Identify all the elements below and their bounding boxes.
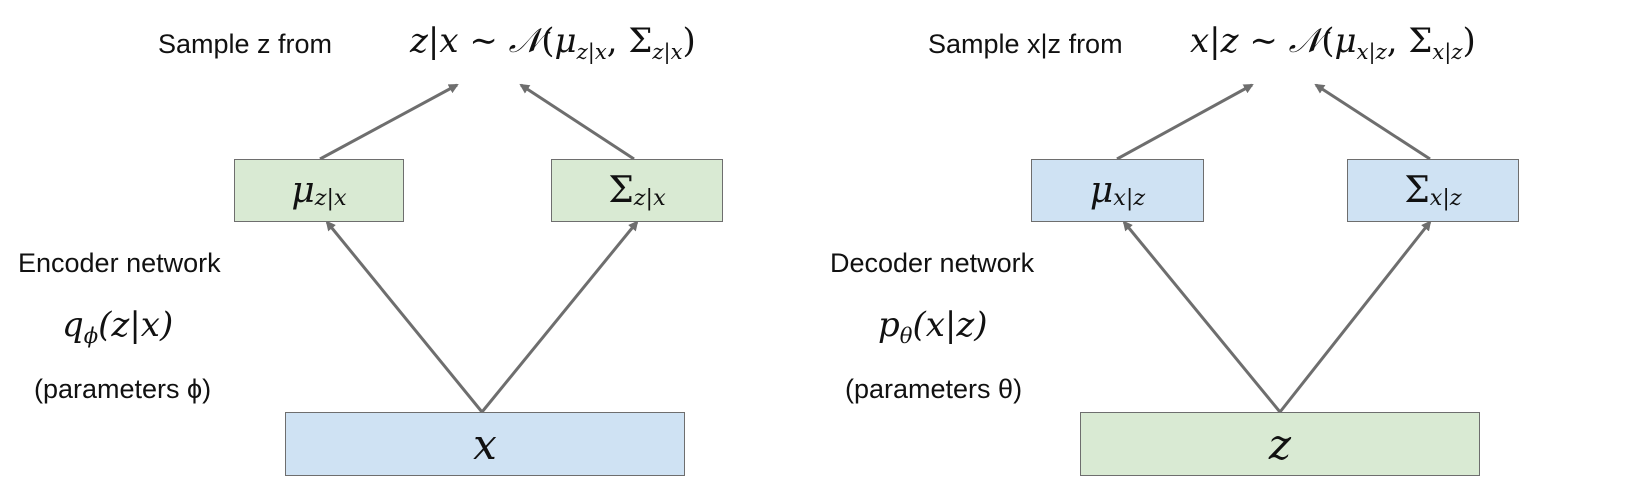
- arrow-mu-to-sample-left: [319, 83, 459, 161]
- sample-text-right: Sample x|z from: [928, 29, 1123, 59]
- arrow-z-to-sigma: [1278, 220, 1432, 413]
- arrow-x-to-mu: [325, 220, 484, 413]
- arrow-sigma-to-sample-left: [519, 83, 635, 161]
- arrow-x-to-sigma: [480, 220, 639, 413]
- sample-label-right: Sample x|z from: [928, 22, 1123, 66]
- arrow-mu-to-sample-right: [1116, 83, 1254, 161]
- sample-text-left: Sample z from: [158, 29, 333, 59]
- encoder-fn: qϕ(z|x): [62, 305, 174, 349]
- sample-formula-left: z|x ∼ 𝒩(μz|x, Σz|x): [410, 21, 696, 65]
- sample-formula-right: x|z ∼ 𝒩(μx|z, Σx|z): [1190, 21, 1476, 65]
- arrow-z-to-mu: [1122, 220, 1282, 413]
- decoder-fn: pθ(x|z): [878, 305, 988, 349]
- decoder-label: Decoder network: [830, 248, 1035, 278]
- encoder-label: Encoder network: [18, 248, 221, 278]
- input-box-z: z: [1080, 412, 1480, 476]
- sample-label-left: Sample z from: [158, 22, 332, 66]
- encoder-params: (parameters ϕ): [34, 374, 212, 404]
- arrow-sigma-to-sample-right: [1314, 83, 1431, 161]
- input-box-x: x: [285, 412, 685, 476]
- decoder-params: (parameters θ): [845, 374, 1023, 404]
